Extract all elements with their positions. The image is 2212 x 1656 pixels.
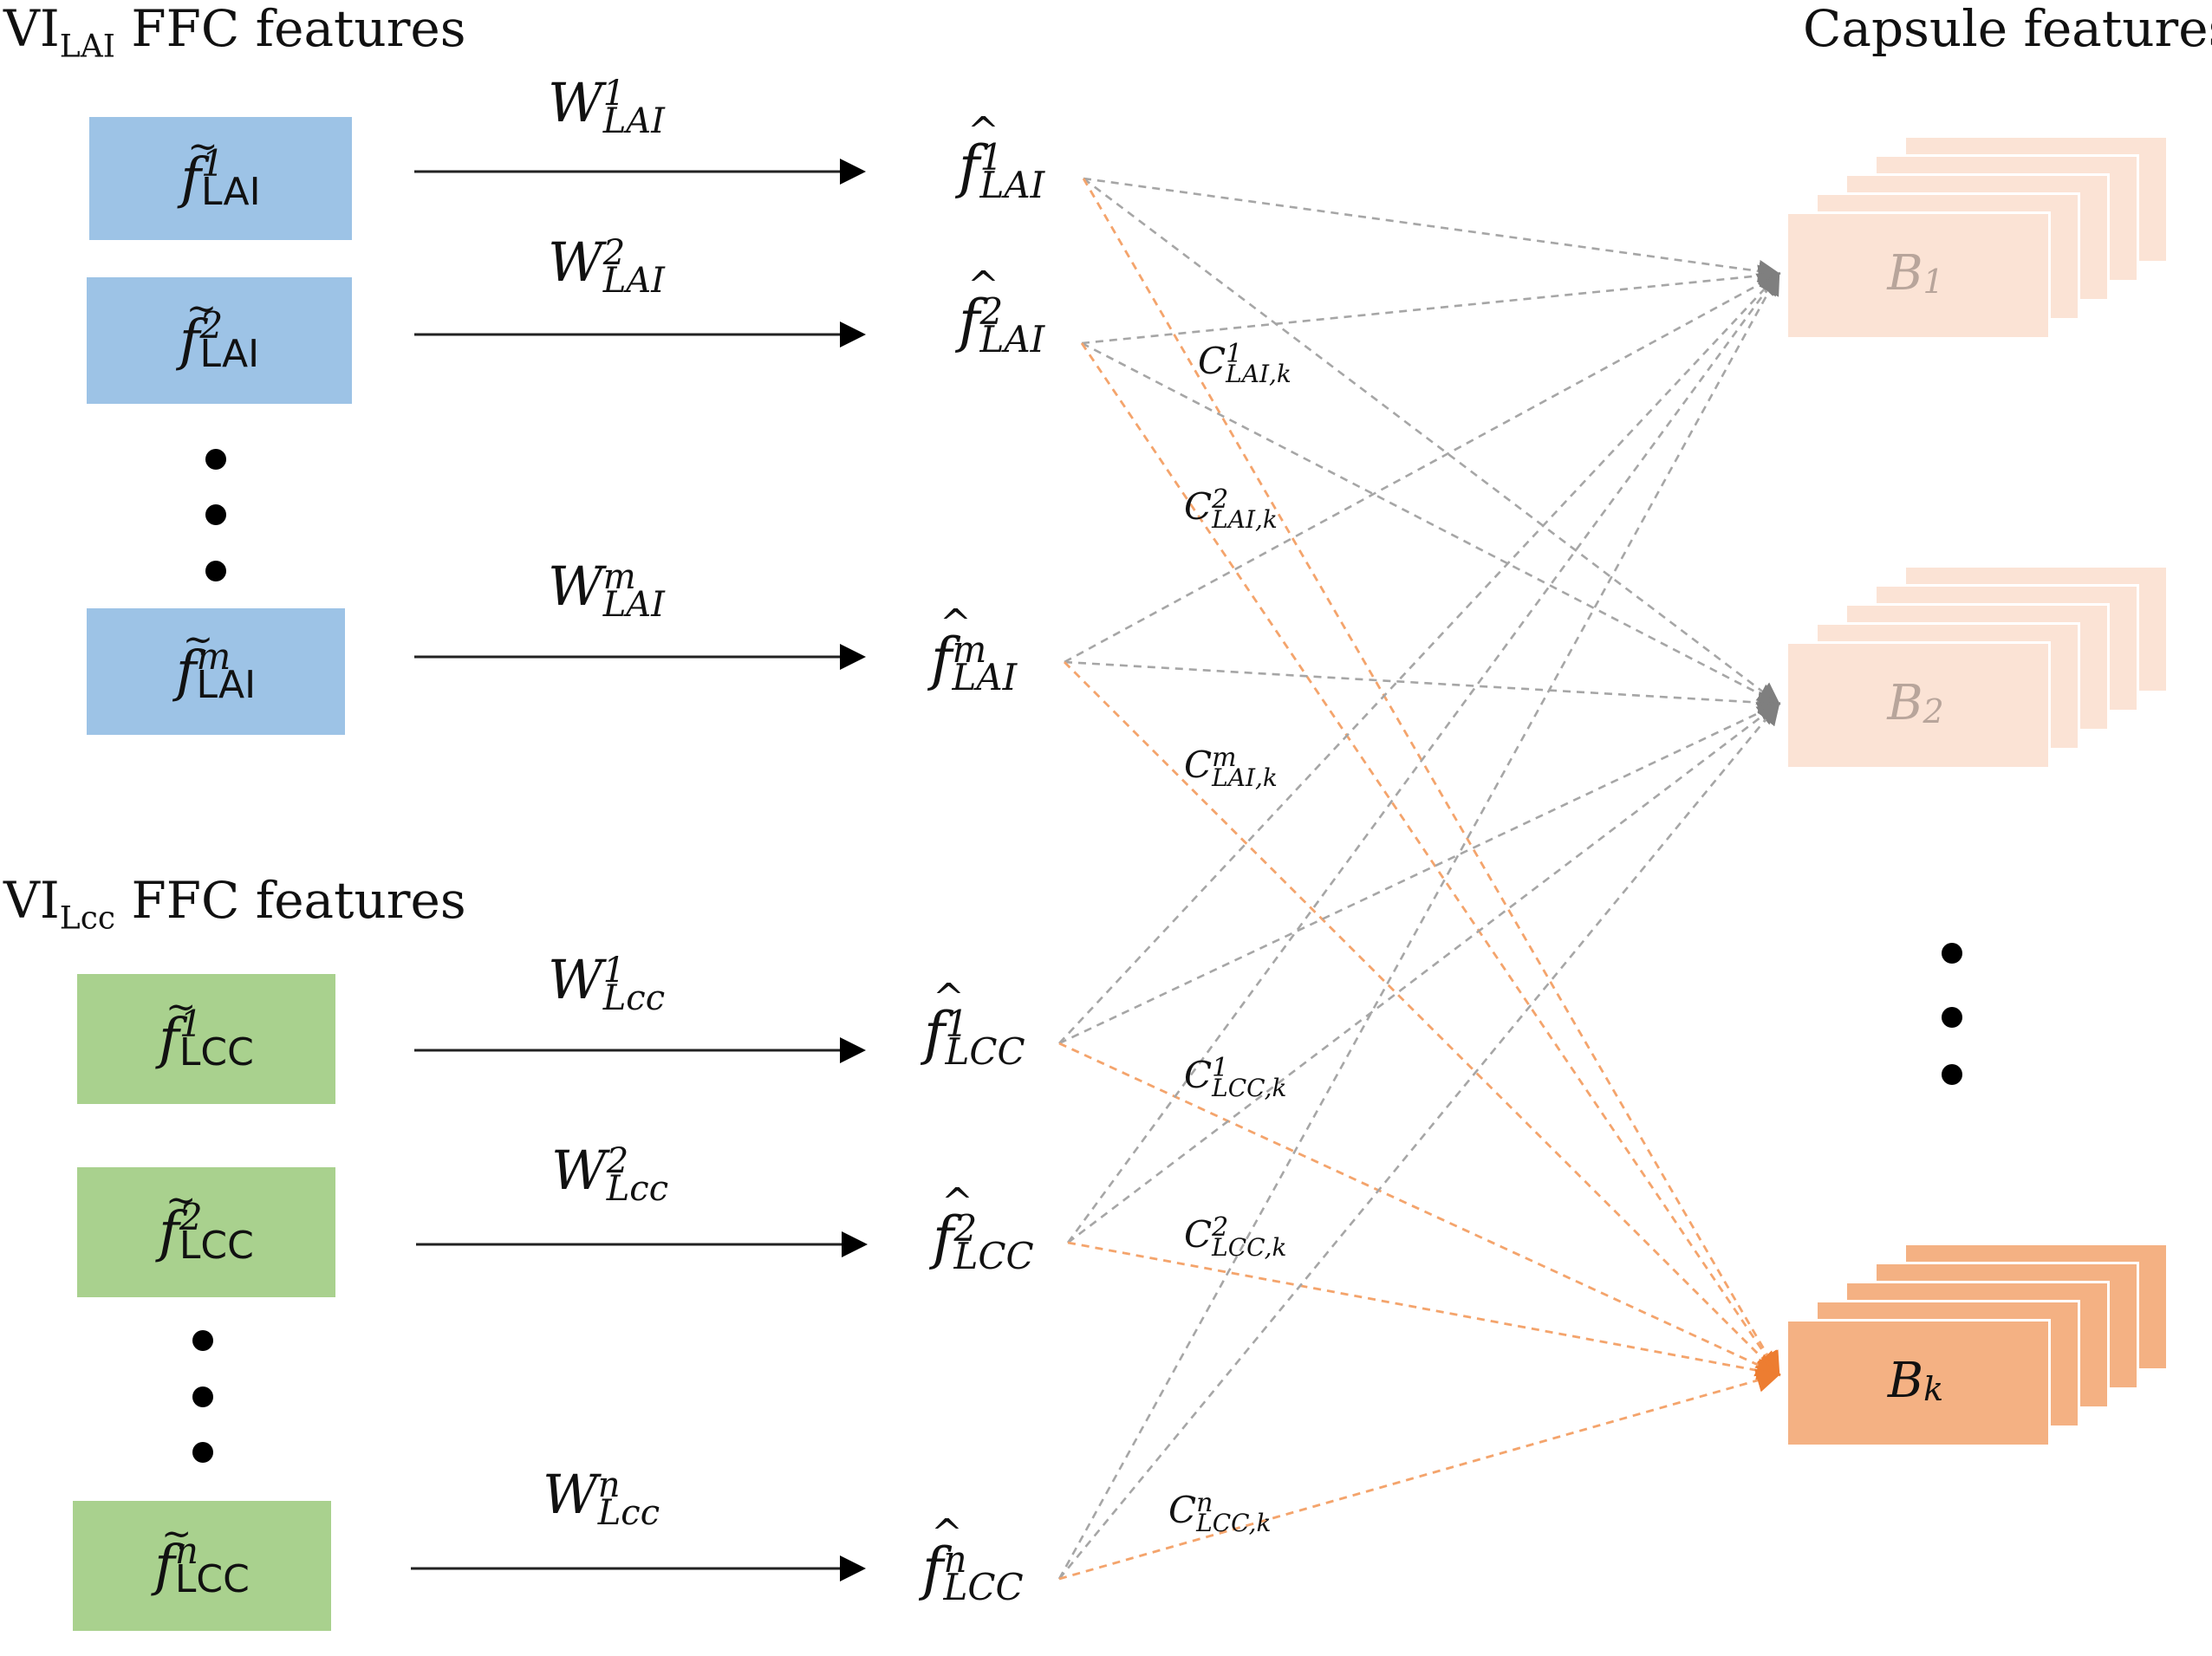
gray-link-4-b1 — [1058, 272, 1780, 1044]
orange-link-5-bk — [1067, 1241, 1781, 1383]
gray-link-2-b1 — [1081, 264, 1781, 345]
gray-link-1-b1 — [1083, 177, 1781, 282]
orange-link-6-bk — [1058, 1368, 1781, 1581]
capsule-ellipsis-dot-1 — [1942, 943, 1962, 964]
gray-link-2-b2 — [1081, 341, 1781, 705]
orange-link-1-bk — [1082, 178, 1780, 1377]
capsule-card-2-1 — [1786, 641, 2051, 770]
lai-ellipsis-dot-3 — [205, 561, 226, 581]
lcc-ellipsis-dot-2 — [192, 1386, 213, 1407]
gray-link-5-b1 — [1066, 271, 1780, 1244]
orange-link-4-bk — [1058, 1042, 1781, 1377]
gray-link-6-b2 — [1057, 701, 1780, 1580]
lcc-ellipsis-dot-3 — [192, 1442, 213, 1463]
capsule-section-heading: Capsule features — [1803, 0, 2212, 58]
lcc-ellipsis-dot-1 — [192, 1330, 213, 1351]
lai-ellipsis-dot-1 — [205, 449, 226, 470]
lcc-section-heading: VILcc FFC features — [3, 871, 466, 937]
capsule-card-1-1 — [1786, 211, 2051, 340]
capsule-card-3-1 — [1786, 1319, 2051, 1447]
orange-link-3-bk — [1064, 661, 1780, 1376]
gray-link-1-b2 — [1083, 177, 1781, 705]
gray-link-5-b2 — [1067, 702, 1781, 1244]
capsule-ellipsis-dot-3 — [1942, 1064, 1962, 1085]
lai-section-heading: VILAI FFC features — [3, 0, 466, 65]
lai-ellipsis-dot-2 — [205, 504, 226, 525]
gray-link-3-b1 — [1064, 272, 1781, 664]
gray-link-3-b2 — [1064, 660, 1781, 714]
gray-link-6-b1 — [1057, 271, 1780, 1580]
capsule-ellipsis-dot-2 — [1942, 1007, 1962, 1028]
gray-link-4-b2 — [1058, 702, 1781, 1045]
